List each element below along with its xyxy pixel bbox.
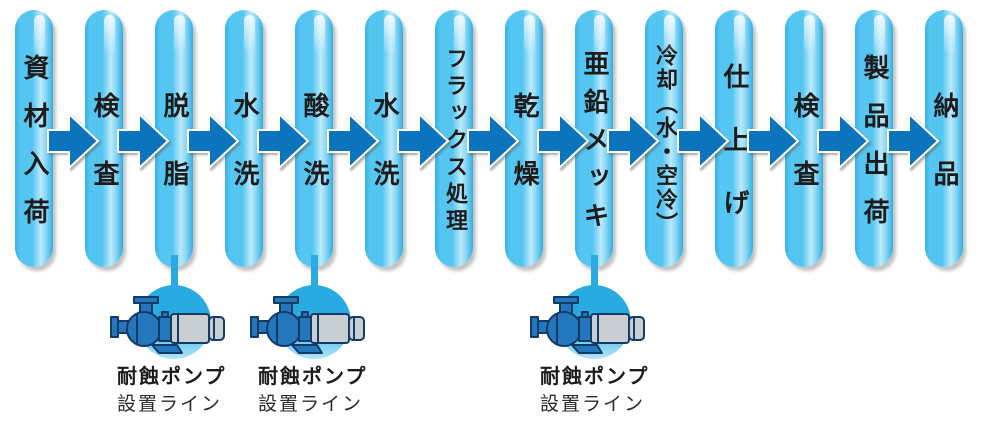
flow-step-capsule: 酸洗 [295, 10, 333, 267]
step-label: 酸洗 [299, 91, 329, 228]
flow-arrow-icon [187, 113, 239, 169]
step-label: 水洗 [369, 91, 399, 228]
pump-note-line2: 設置ライン [117, 393, 223, 415]
flow-arrow-icon [677, 113, 729, 169]
step-label: 資材入荷 [19, 53, 49, 246]
flow-arrow-icon [747, 113, 799, 169]
flow-step-capsule: 検査 [85, 10, 123, 267]
step-label: 仕上げ [719, 62, 749, 252]
pump-note-line1: 耐蝕ポンプ [117, 364, 227, 388]
pump-icon [530, 296, 645, 354]
pump-icon [250, 296, 365, 354]
pump-note: 耐蝕ポンプ 設置ライン [540, 362, 649, 419]
flow-step-capsule: 亜鉛メッキ [575, 10, 613, 267]
flow-arrow-icon [817, 113, 869, 169]
pump-note-line2: 設置ライン [258, 393, 364, 415]
step-label: 納品 [929, 91, 959, 228]
pump-note-line2: 設置ライン [540, 393, 646, 415]
step-label: 製品出荷 [859, 53, 889, 246]
flow-step-capsule: 製品出荷 [855, 10, 893, 267]
step-label: 乾燥 [509, 91, 539, 228]
pump-note-line1: 耐蝕ポンプ [540, 364, 650, 388]
flow-arrow-icon [257, 113, 309, 169]
flow-arrow-icon [467, 113, 519, 169]
flow-arrow-icon [607, 113, 659, 169]
flow-step-capsule: 資材入荷 [15, 10, 53, 267]
flow-step-capsule: フラックス処理 [435, 10, 473, 267]
pump-connector-line [310, 255, 318, 293]
pump-note-line1: 耐蝕ポンプ [258, 364, 368, 388]
pump-connector-line [590, 255, 598, 293]
step-label: 水洗 [229, 91, 259, 228]
step-label: 脱脂 [159, 91, 189, 228]
pump-connector-line [170, 255, 178, 293]
flow-arrow-icon [887, 113, 939, 169]
flow-arrow-icon [117, 113, 169, 169]
flow-step-capsule: 水洗 [225, 10, 263, 267]
flow-arrow-icon [397, 113, 449, 169]
flow-arrow-icon [537, 113, 589, 169]
step-label: 検査 [89, 91, 119, 228]
pump-note: 耐蝕ポンプ 設置ライン [258, 362, 367, 419]
flow-arrow-icon [47, 113, 99, 169]
pump-icon [110, 296, 225, 354]
flow-arrow-icon [327, 113, 379, 169]
pump-note: 耐蝕ポンプ 設置ライン [117, 362, 226, 419]
step-label: 検査 [789, 91, 819, 228]
